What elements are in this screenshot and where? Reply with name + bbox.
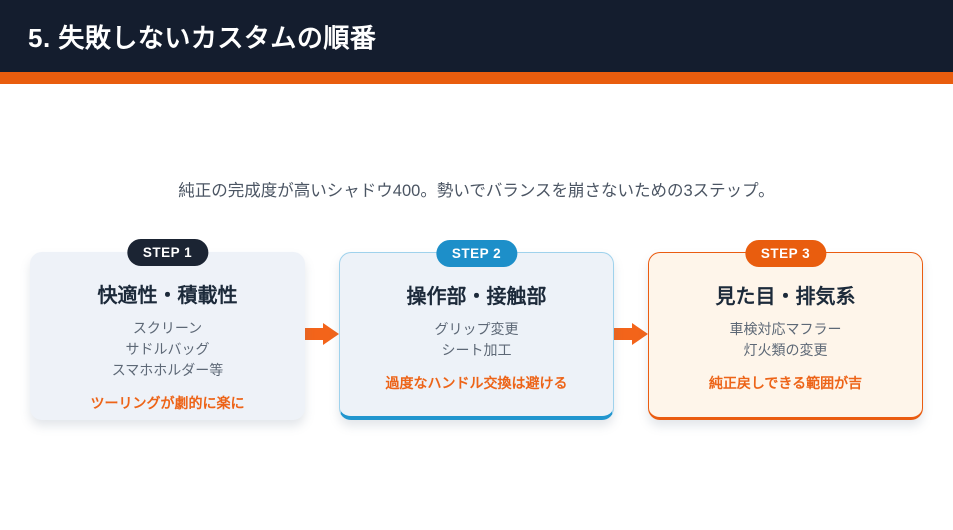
arrow-head	[632, 322, 648, 345]
step-item: シート加工	[441, 341, 512, 358]
subtitle: 純正の完成度が高いシャドウ400。勢いでバランスを崩さないための3ステップ。	[178, 182, 775, 200]
steps-row: STEP 1 快適性・積載性 スクリーン サドルバッグ スマホホルダー等 ツーリ…	[0, 238, 953, 420]
header: 5. 失敗しないカスタムの順番	[0, 0, 953, 72]
step-item: スマホホルダー等	[111, 361, 224, 378]
arrow-right-icon	[305, 322, 339, 345]
arrow-shaft	[614, 327, 632, 340]
step-3-note: 純正戻しできる範囲が吉	[708, 374, 863, 391]
step-1-title: 快適性・積載性	[97, 284, 238, 307]
step-item: サドルバッグ	[125, 340, 210, 357]
step-item: スクリーン	[132, 319, 203, 336]
step-2-items: グリップ変更 シート加工	[340, 319, 613, 361]
arrow-right-icon	[614, 322, 648, 345]
step-1-items: スクリーン サドルバッグ スマホホルダー等	[30, 318, 305, 381]
step-card-3: STEP 3 見た目・排気系 車検対応マフラー 灯火類の変更 純正戻しできる範囲…	[648, 239, 923, 420]
step-1-note: ツーリングが劇的に楽に	[90, 394, 245, 411]
step-1-badge: STEP 1	[126, 238, 209, 266]
step-card-2: STEP 2 操作部・接触部 グリップ変更 シート加工 過度なハンドル交換は避け…	[339, 239, 614, 420]
step-2-title: 操作部・接触部	[406, 285, 547, 308]
step-card-1: STEP 1 快適性・積載性 スクリーン サドルバッグ スマホホルダー等 ツーリ…	[30, 238, 305, 420]
step-item: 車検対応マフラー	[729, 320, 842, 337]
step-2-note: 過度なハンドル交換は避ける	[385, 374, 568, 391]
step-2-badge: STEP 2	[435, 239, 518, 267]
step-3-badge: STEP 3	[744, 239, 827, 267]
step-item: グリップ変更	[434, 320, 519, 337]
step-item: 灯火類の変更	[743, 341, 828, 358]
arrow-head	[323, 322, 339, 345]
step-3-title: 見た目・排気系	[715, 285, 856, 308]
page-title: 5. 失敗しないカスタムの順番	[28, 22, 377, 53]
step-3-items: 車検対応マフラー 灯火類の変更	[649, 319, 922, 361]
accent-bar	[0, 72, 953, 84]
arrow-shaft	[305, 327, 323, 340]
